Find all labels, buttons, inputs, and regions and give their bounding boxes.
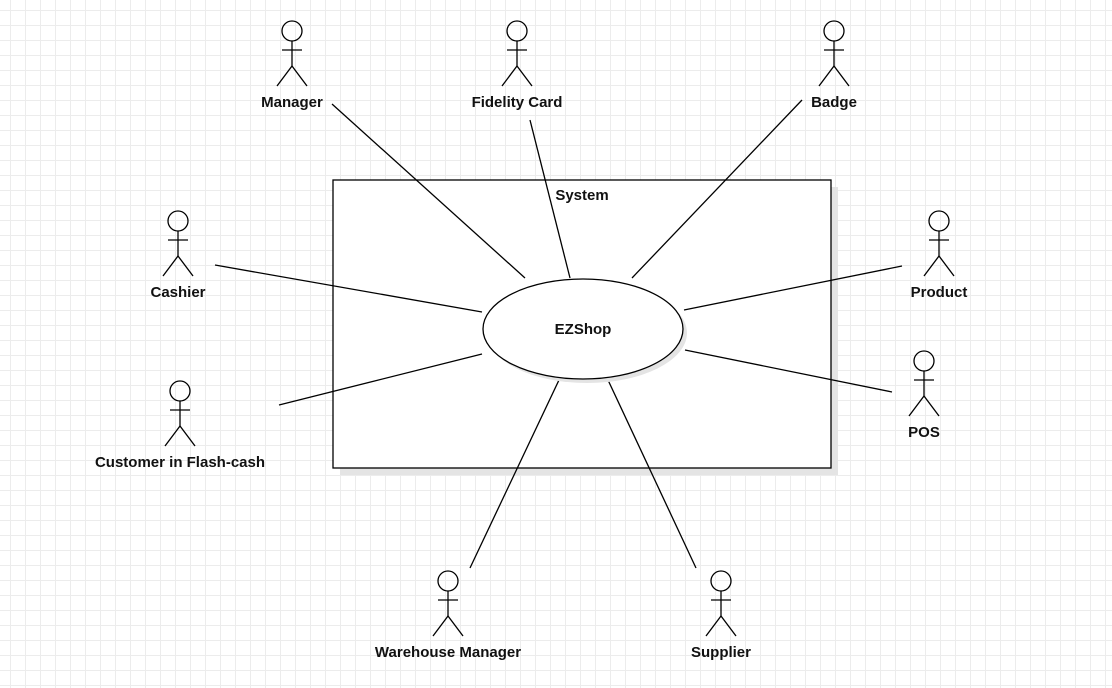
actor-fidelity-card[interactable]: Fidelity Card [472, 20, 563, 111]
actor-warehouse-manager[interactable]: Warehouse Manager [375, 570, 521, 661]
stick-figure-icon [501, 20, 533, 87]
actor-manager[interactable]: Manager [261, 20, 323, 111]
actor-label: POS [908, 424, 940, 441]
stick-figure-icon [908, 350, 940, 417]
association-pos[interactable] [684, 349, 893, 393]
actor-pos[interactable]: POS [908, 350, 940, 441]
association-fidelity-card[interactable] [529, 119, 571, 279]
actor-label: Product [911, 284, 968, 301]
stick-figure-icon [162, 210, 194, 277]
association-product[interactable] [683, 265, 903, 311]
system-title: System [555, 187, 608, 204]
stick-figure-icon [276, 20, 308, 87]
actor-label: Fidelity Card [472, 94, 563, 111]
actor-supplier[interactable]: Supplier [691, 570, 751, 661]
usecase-label: EZShop [555, 321, 612, 338]
actor-label: Customer in Flash-cash [95, 454, 265, 471]
association-badge[interactable] [631, 99, 803, 279]
association-cashier[interactable] [214, 264, 483, 313]
actor-cashier[interactable]: Cashier [150, 210, 206, 301]
association-warehouse-manager[interactable] [469, 379, 560, 569]
association-customer[interactable] [278, 353, 483, 406]
usecase-ezshop[interactable] [482, 278, 684, 380]
association-manager[interactable] [331, 103, 526, 279]
actor-label: Supplier [691, 644, 751, 661]
actor-label: Warehouse Manager [375, 644, 521, 661]
actor-badge[interactable]: Badge [811, 20, 857, 111]
stick-figure-icon [818, 20, 850, 87]
associations [214, 99, 903, 569]
stick-figure-icon [164, 380, 196, 447]
association-supplier[interactable] [607, 379, 697, 569]
actor-product[interactable]: Product [911, 210, 968, 301]
actor-customer[interactable]: Customer in Flash-cash [95, 380, 265, 471]
actor-label: Cashier [150, 284, 205, 301]
stick-figure-icon [705, 570, 737, 637]
stick-figure-icon [432, 570, 464, 637]
actor-label: Manager [261, 94, 323, 111]
stick-figure-icon [923, 210, 955, 277]
actor-label: Badge [811, 94, 857, 111]
